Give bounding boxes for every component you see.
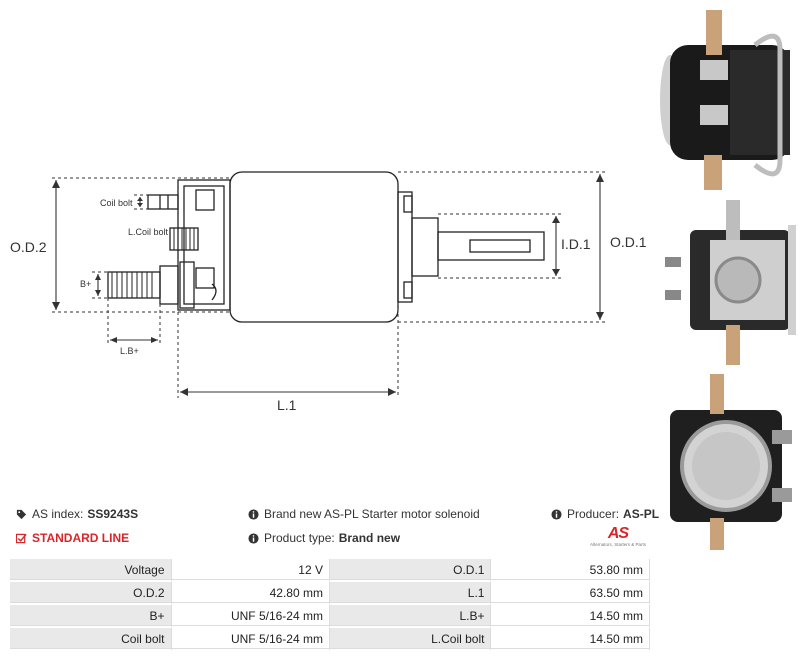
product-photo-side (660, 10, 790, 190)
spec-value: 14.50 mm (490, 605, 650, 628)
product-photo-front (670, 374, 792, 550)
logo-tagline: Alternators, Starters & Parts (589, 542, 647, 547)
spec-key: Coil bolt (10, 628, 171, 651)
spec-key: Voltage (10, 559, 171, 582)
spec-key: O.D.1 (329, 559, 491, 582)
od2-label: O.D.2 (10, 239, 47, 255)
as-logo: AS Alternators, Starters & Parts (585, 525, 651, 555)
od1-label: O.D.1 (610, 234, 647, 250)
info-icon (248, 532, 259, 544)
as-index-label: AS index: (32, 507, 84, 521)
l-b-plus-label: L.B+ (120, 346, 139, 356)
solenoid-body (229, 171, 399, 323)
spec-value: 14.50 mm (490, 628, 650, 651)
product-type-label: Product type: (264, 531, 335, 545)
spec-value: 63.50 mm (490, 582, 650, 605)
plunger-slot (469, 239, 531, 253)
logo-mark: AS (607, 525, 629, 542)
spec-key: L.B+ (329, 605, 491, 628)
standard-line-label: STANDARD LINE (32, 531, 130, 545)
standard-line: STANDARD LINE (16, 531, 129, 545)
id1-label: I.D.1 (561, 236, 591, 252)
description-text: Brand new AS-PL Starter motor solenoid (264, 507, 480, 521)
solenoid-technical-drawing: O.D.2 O.D.1 I.D.1 L.1 Coil bolt L.Coil b… (10, 171, 647, 413)
info-icon (248, 508, 259, 520)
b-plus-label: B+ (80, 279, 91, 289)
producer-label: Producer: (567, 507, 620, 521)
l-coil-bolt-label: L.Coil bolt (128, 227, 169, 237)
spec-value: UNF 5/16-24 mm (170, 605, 330, 628)
product-type-value: Brand new (338, 531, 401, 545)
product-type: Product type: Brand new (248, 531, 400, 545)
spec-key: L.1 (329, 582, 491, 605)
coil-bolt-label: Coil bolt (100, 198, 133, 208)
as-index-value: SS9243S (87, 507, 139, 521)
producer-value: AS-PL (623, 507, 660, 521)
as-index: AS index: SS9243S (16, 507, 138, 521)
spec-key: O.D.2 (10, 582, 171, 605)
check-icon (16, 533, 27, 543)
product-description: Brand new AS-PL Starter motor solenoid (248, 507, 480, 521)
spec-key: B+ (10, 605, 171, 628)
spec-value: 12 V (170, 559, 330, 582)
spec-value: 53.80 mm (490, 559, 650, 582)
product-photo-top (665, 200, 796, 365)
tag-icon (16, 509, 27, 519)
l1-label: L.1 (277, 397, 297, 413)
info-icon (551, 508, 562, 520)
producer: Producer: AS-PL (551, 507, 659, 521)
spec-value: UNF 5/16-24 mm (170, 628, 330, 651)
spec-value: 42.80 mm (170, 582, 330, 605)
spec-key: L.Coil bolt (329, 628, 491, 651)
